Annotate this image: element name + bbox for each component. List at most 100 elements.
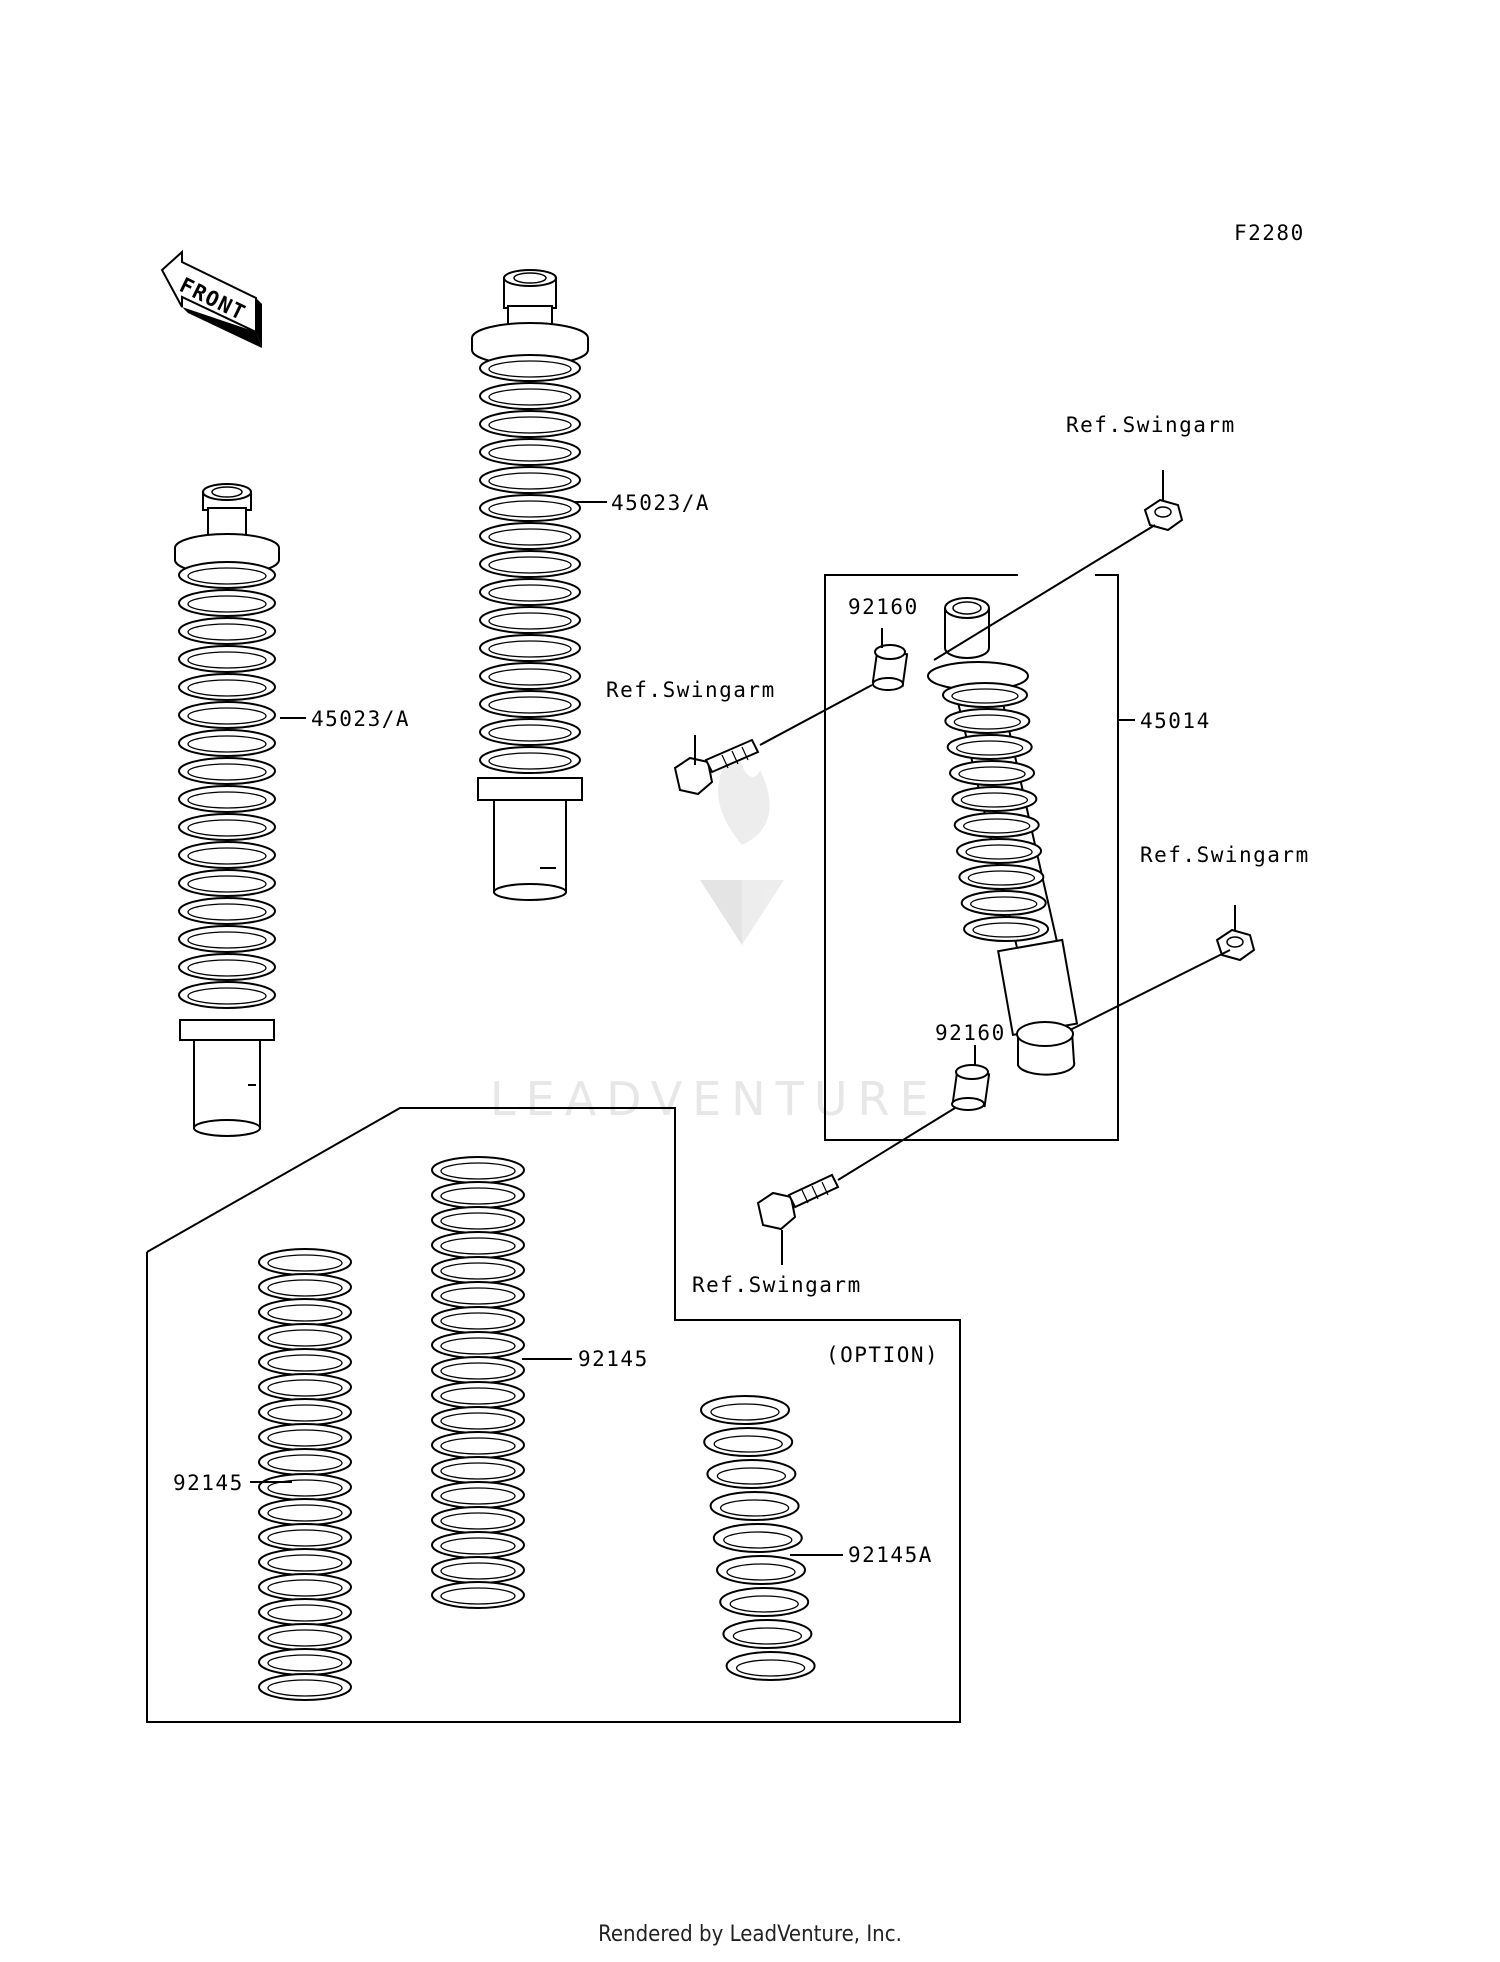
spring-option-coil [706,1459,797,1489]
bushing-upper [871,644,909,691]
watermark-text: LEADVENTURE [490,1072,939,1126]
spring-left-coil-inner [267,1604,343,1622]
nut-upper [1143,498,1184,532]
spring-left-coil-inner [267,1254,343,1272]
spring-center-coil-inner [440,1262,516,1280]
shock-left-coil-inner [187,735,267,753]
label-ref-swingarm-bolt-upper: Ref.Swingarm [606,678,776,702]
spring-option-coil [725,1651,816,1681]
shock-center-coil [479,550,581,578]
spring-center-coil-inner [440,1437,516,1455]
spring-left-coil-inner [267,1304,343,1322]
spring-left-coil-inner [267,1679,343,1697]
spring-center-coil-inner [440,1237,516,1255]
spring-left-coil-inner [267,1654,343,1672]
shock-left-coil-inner [187,875,267,893]
shock-center-coil [479,466,581,494]
shock-absorber-coil-inner [963,818,1031,834]
label-option: (OPTION) [826,1343,939,1367]
shock-absorber-coil-inner [956,740,1024,756]
shock-center-coil [479,438,581,466]
label-shock-absorber: 45014 [1140,709,1211,733]
bolt-upper [673,738,760,796]
shock-absorber-coil-inner [970,896,1038,912]
shock-left-coil [178,841,276,869]
spring-center-coil-inner [440,1487,516,1505]
shock-center-coil-inner [488,472,572,490]
spring-center-coil-inner [440,1312,516,1330]
spring-left-coil-inner [267,1404,343,1422]
shock-center-coil [479,354,581,382]
spring-left-coil-inner [267,1629,343,1647]
shock-left-coil-inner [187,987,267,1005]
shock-left-coil [178,869,276,897]
shock-center-coil-inner [488,724,572,742]
shock-center-coil-inner [488,416,572,434]
shock-absorber-coil-inner [958,766,1026,782]
shock-left-coil [178,925,276,953]
shock-absorber-coil-inner [960,792,1029,808]
spring-left-coil-inner [267,1454,343,1472]
spring-center-coil-inner [440,1187,516,1205]
spring-option-coil-inner [719,1499,790,1517]
label-ref-swingarm-right: Ref.Swingarm [1140,843,1310,867]
spring-option-coil-inner [726,1563,796,1581]
shock-center-coil-inner [488,696,572,714]
spring-left-coil-inner [267,1504,343,1522]
shock-center-coil-inner [488,668,572,686]
shock-center-coil [479,494,581,522]
spring-left-coil-inner [267,1554,343,1572]
spring-center-coil-inner [440,1362,516,1380]
shock-left-coil-inner [187,707,267,725]
shock-left-coil [178,757,276,785]
spring-left-coil-inner [267,1379,343,1397]
shock-center-coil [479,606,581,634]
shock-center-coil-inner [488,640,572,658]
spring-option-coil-inner [710,1403,780,1421]
shock-left-coil-inner [187,623,267,641]
spring-option-coil-inner [732,1627,803,1645]
shock-left-coil-inner [187,567,267,585]
spring-center-coil-inner [440,1537,516,1555]
shock-left-coil-inner [187,651,267,669]
shock-left-coil [178,729,276,757]
label-shock-center: 45023/A [611,491,710,515]
shock-left-coil-inner [187,763,267,781]
diagram-code: F2280 [1234,221,1305,245]
shock-left-coil-inner [187,931,267,949]
spring-center-coil-inner [440,1562,516,1580]
shock-center-coil-inner [488,528,572,546]
label-spring-center: 92145 [578,1347,649,1371]
option-box [146,1107,961,1723]
spring-left-coil-inner [267,1529,343,1547]
footer-credit: Rendered by LeadVenture, Inc. [598,1922,902,1947]
shock-center-coil-inner [488,360,572,378]
shock-center-coil-inner [488,556,572,574]
shock-left-coil-inner [187,791,267,809]
shock-center-coil [479,410,581,438]
label-shock-left: 45023/A [311,707,410,731]
shock-center-coil [479,634,581,662]
shock-left-coil-inner [187,595,267,613]
spring-left-coil-inner [267,1579,343,1597]
spring-option-coil [722,1619,813,1649]
shock-left-coil-inner [187,819,267,837]
nut-lower [1215,928,1256,962]
shock-absorber-coil-inner [965,844,1033,860]
shock-left-coil [178,561,276,589]
spring-center-coil-inner [440,1387,516,1405]
front-arrow-icon: FRONT [160,249,262,348]
label-bushing-lower: 92160 [935,1021,1006,1045]
spring-left-coil-inner [267,1279,343,1297]
shock-left-coil [178,589,276,617]
spring-option-coil-inner [735,1659,806,1677]
spring-option-coil [703,1427,794,1457]
shock-center-coil [479,746,581,774]
spring-center-coil-inner [440,1512,516,1530]
spring-option-coil-inner [716,1467,787,1485]
shock-left-coil [178,645,276,673]
spring-option-coil [712,1523,803,1553]
shock-center-coil [479,522,581,550]
shock-left-coil [178,673,276,701]
